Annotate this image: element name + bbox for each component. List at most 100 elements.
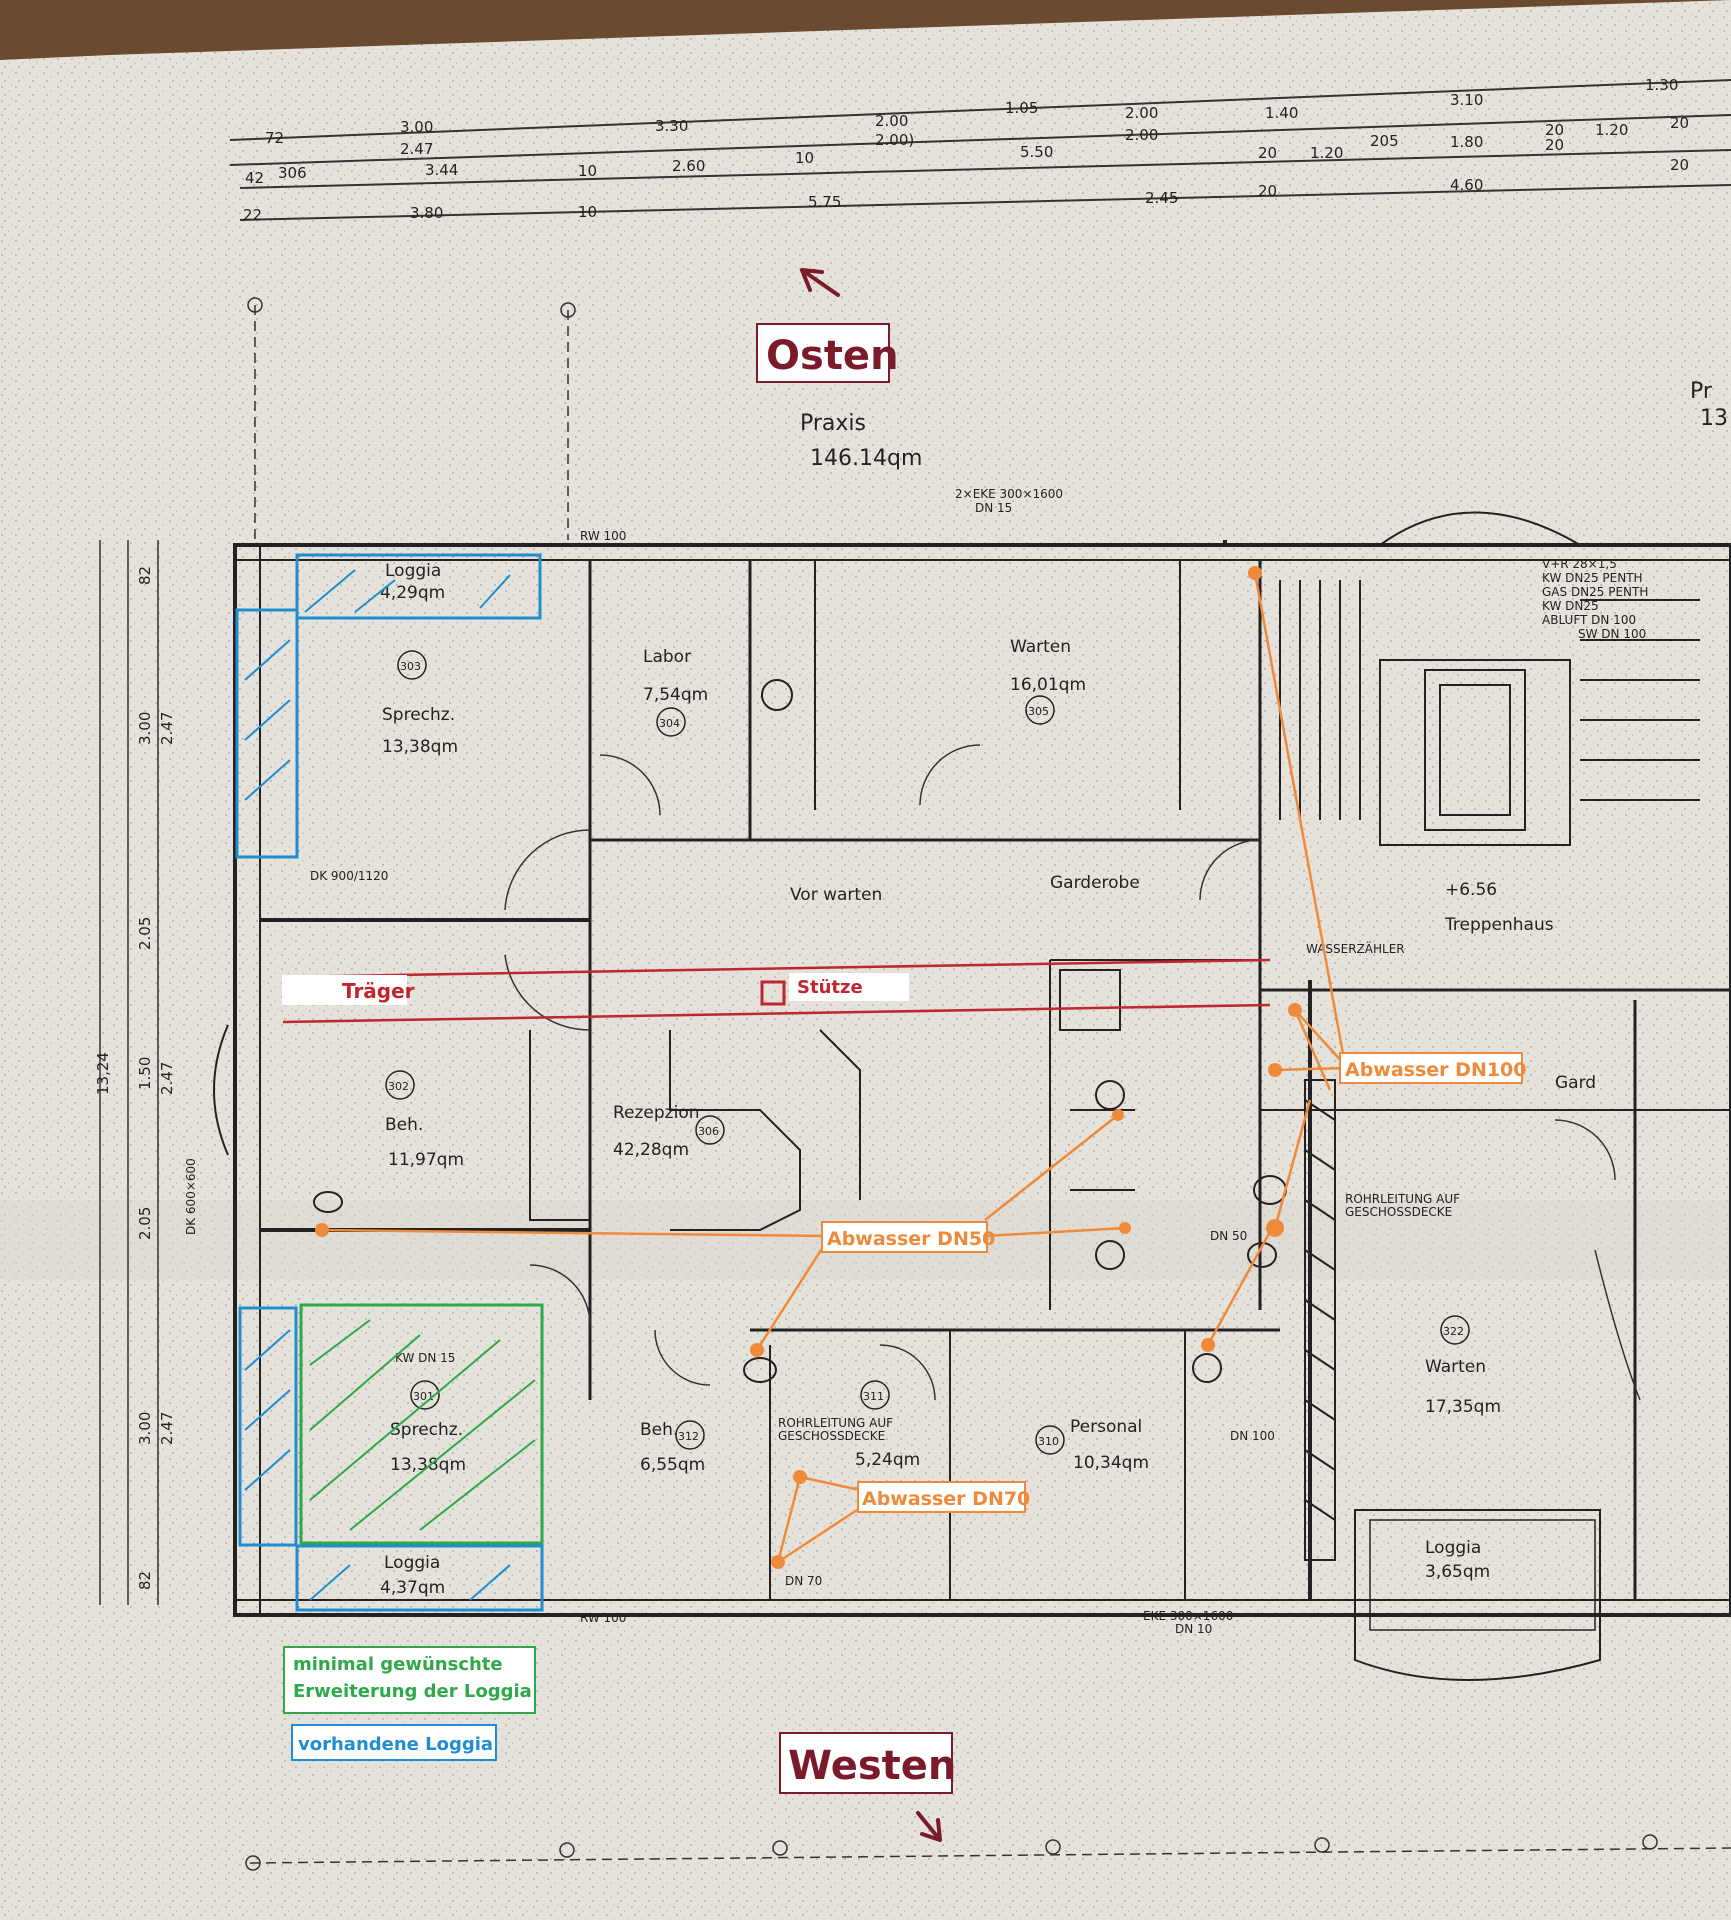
note-dk-900: DK 900/1120 bbox=[310, 869, 388, 883]
legend-blue-label: vorhandene Loggia bbox=[298, 1734, 493, 1755]
legend-green-line-2: Erweiterung der Loggia bbox=[293, 1681, 532, 1702]
walls bbox=[213, 511, 1731, 1681]
drain-dn100-link bbox=[1274, 1066, 1346, 1072]
drain-dn50-reception bbox=[755, 1235, 832, 1351]
dim-20a: 20 bbox=[1545, 121, 1564, 139]
note-rohrleitung-mid-2: GESCHOSSDECKE bbox=[778, 1429, 885, 1443]
dim-306: 306 bbox=[278, 164, 307, 182]
loggia-left-top-outline bbox=[235, 608, 299, 859]
drain-point bbox=[315, 1223, 329, 1237]
abwasser-dn100-label: Abwasser DN100 bbox=[1345, 1059, 1527, 1081]
room-garderobe-name: Garderobe bbox=[1050, 873, 1140, 893]
room-warten-bottom-name: Warten bbox=[1425, 1357, 1486, 1377]
note-kw-dn15: KW DN 15 bbox=[395, 1351, 455, 1365]
dim-72: 72 bbox=[265, 129, 284, 147]
room-sprechz-top-area: 13,38qm bbox=[382, 737, 458, 757]
dim-10b: 10 bbox=[795, 149, 814, 167]
unit-name: Praxis bbox=[800, 411, 866, 436]
dim-575: 5.75 bbox=[808, 193, 841, 211]
note-rohrleitung-1: ROHRLEITUNG AUF bbox=[1345, 1192, 1460, 1206]
dim-130: 1.30 bbox=[1645, 76, 1678, 94]
south-label: Westen bbox=[788, 1743, 956, 1789]
dim-460: 4.60 bbox=[1450, 176, 1483, 194]
note-stair-pipe-2: KW DN25 PENTH bbox=[1542, 571, 1643, 585]
desired-loggia-overlay bbox=[299, 1303, 544, 1545]
ldim-247a: 2.47 bbox=[158, 712, 176, 745]
dim-205: 205 bbox=[1370, 132, 1399, 150]
room-num-304: 304 bbox=[659, 717, 680, 730]
drain-point bbox=[1248, 566, 1262, 580]
grid-axes bbox=[245, 297, 1731, 1871]
room-num-301: 301 bbox=[413, 1390, 434, 1403]
dim-105: 1.05 bbox=[1005, 99, 1038, 117]
room-loggia-right-area: 3,65qm bbox=[1425, 1562, 1490, 1582]
note-wasserzaehler: WASSERZÄHLER bbox=[1306, 941, 1405, 956]
orientation-boxes bbox=[756, 323, 953, 1794]
note-ekm-top: 2×EKE 300×1600 bbox=[955, 487, 1063, 501]
dim-344: 3.44 bbox=[425, 161, 458, 179]
top-dimension-text: 72 3.00 3.30 2.00 1.05 2.00 1.40 3.10 1.… bbox=[243, 76, 1689, 224]
room-personal-area: 10,34qm bbox=[1073, 1453, 1149, 1473]
room-sprechz-top-name: Sprechz. bbox=[382, 705, 455, 725]
note-rw-top: RW 100 bbox=[580, 529, 626, 543]
table-edge bbox=[0, 0, 280, 60]
south-label-box bbox=[779, 1732, 953, 1794]
dim-20e: 20 bbox=[1670, 156, 1689, 174]
note-stair-pipe-6: SW DN 100 bbox=[1578, 627, 1646, 641]
room-rezepzion-area: 42,28qm bbox=[613, 1140, 689, 1160]
dim-10a: 10 bbox=[578, 162, 597, 180]
room-num-310: 310 bbox=[1038, 1435, 1059, 1448]
fixtures bbox=[313, 679, 1287, 1383]
dim-200c: 2.00) bbox=[875, 131, 914, 149]
room-personal-name: Personal bbox=[1070, 1417, 1142, 1437]
orientation-text: Osten Westen bbox=[766, 333, 956, 1789]
drain-dn70-branch bbox=[777, 1506, 861, 1564]
note-rohrleitung-2: GESCHOSSDECKE bbox=[1345, 1205, 1452, 1219]
room-num-303: 303 bbox=[400, 660, 421, 673]
dim-200b: 2.00 bbox=[1125, 104, 1158, 122]
room-number-302 bbox=[385, 1070, 415, 1100]
dim-120a: 1.20 bbox=[1310, 144, 1343, 162]
drain-point bbox=[793, 1470, 807, 1484]
drain-point bbox=[1201, 1338, 1215, 1352]
ldim-total: 13,24 bbox=[94, 1052, 112, 1095]
drain-point bbox=[1266, 1219, 1284, 1237]
unit-area: 146.14qm bbox=[810, 446, 922, 471]
drain-point bbox=[771, 1555, 785, 1569]
room-treppenhaus-level: +6.56 bbox=[1445, 880, 1497, 900]
room-number-312 bbox=[675, 1420, 705, 1450]
dim-120b: 1.20 bbox=[1595, 121, 1628, 139]
room-beh-top-area: 11,97qm bbox=[388, 1150, 464, 1170]
beam-line-bottom bbox=[282, 1003, 1271, 1024]
beam-line-top bbox=[282, 958, 1271, 979]
drain-point bbox=[1119, 1222, 1131, 1234]
north-label-box bbox=[756, 323, 890, 383]
left-dimensions bbox=[99, 540, 159, 1605]
column-marker bbox=[760, 980, 786, 1006]
drain-dn100-branch bbox=[1294, 1009, 1346, 1066]
dim-180: 1.80 bbox=[1450, 133, 1483, 151]
stuetze-label: Stütze bbox=[797, 977, 863, 998]
callouts: Träger Stütze Abwasser DN100 Abwasser DN… bbox=[282, 973, 1527, 1513]
dim-22: 22 bbox=[243, 206, 262, 224]
room-warten-top-area: 16,01qm bbox=[1010, 675, 1086, 695]
dim-550: 5.50 bbox=[1020, 143, 1053, 161]
room-loggia-right-name: Loggia bbox=[1425, 1538, 1481, 1558]
note-stair-pipe-5: ABLUFT DN 100 bbox=[1542, 613, 1636, 627]
room-loggia-top-area: 4,29qm bbox=[380, 583, 445, 603]
abwasser-dn70-label: Abwasser DN70 bbox=[862, 1488, 1030, 1510]
room-beh-bottom-area: 6,55qm bbox=[640, 1455, 705, 1475]
drain-dn100-vertical bbox=[1253, 572, 1347, 1066]
room-labor-name: Labor bbox=[643, 647, 691, 667]
ldim-82a: 82 bbox=[136, 566, 154, 585]
dim-20f: 20 bbox=[1258, 182, 1277, 200]
room-warten-top-name: Warten bbox=[1010, 637, 1071, 657]
note-dn70: DN 70 bbox=[785, 1574, 822, 1588]
room-labels: Loggia 4,29qm 303 Sprechz. 13,38qm Labor… bbox=[380, 561, 1596, 1598]
note-dn15-top: DN 15 bbox=[975, 501, 1012, 515]
room-num-306: 306 bbox=[698, 1125, 719, 1138]
note-rw-bottom: RW 100 bbox=[580, 1611, 626, 1625]
legend-blue-box bbox=[291, 1724, 497, 1761]
note-dn100: DN 100 bbox=[1230, 1429, 1275, 1443]
